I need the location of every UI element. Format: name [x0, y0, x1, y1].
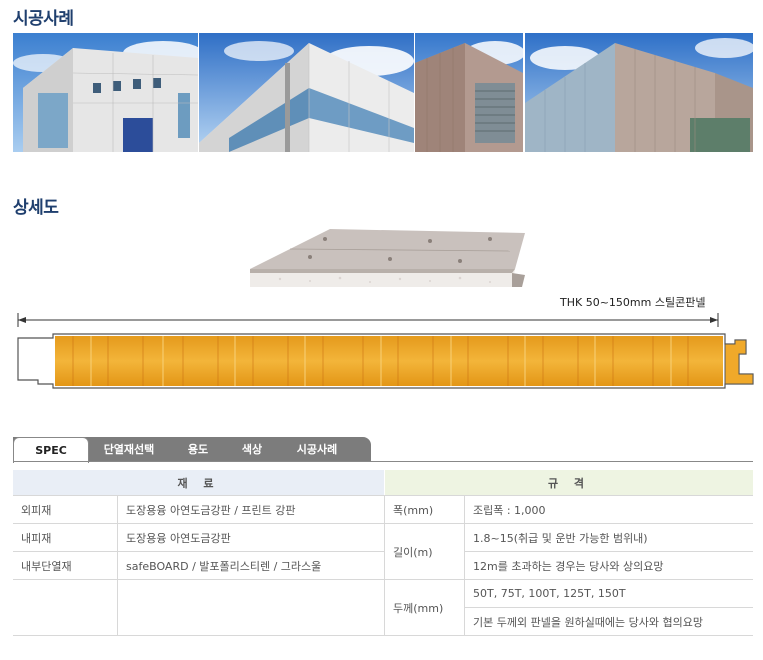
spec-value: 기본 두께외 판넬을 원하실때에는 당사와 협의요망: [464, 607, 753, 636]
section-title-cases: 시공사례: [13, 9, 74, 29]
spec-name: 폭(mm): [384, 495, 465, 524]
header-material: 재 료: [13, 470, 385, 496]
tab-color[interactable]: 색상: [241, 443, 263, 456]
tab-spec[interactable]: SPEC: [13, 437, 89, 463]
table-row: 내피재 도장용융 아연도금강판 길이(m) 1.8~15(취급 및 운반 가능한…: [13, 523, 753, 580]
thickness-label: THK 50~150mm 스틸콘판넬: [560, 296, 706, 309]
spec-tabs: SPEC 단열재선택 용도 색상 시공사례: [13, 437, 753, 463]
case-photo-2: [199, 33, 414, 152]
panel-cross-section: [13, 330, 758, 392]
spec-name: 길이(m): [384, 523, 465, 580]
spec-header-row: 재 료 규 격: [13, 470, 753, 496]
table-row: 기본 두께외 판넬을 원하실때에는 당사와 협의요망: [13, 607, 753, 636]
spec-value: 1.8~15(취급 및 운반 가능한 범위내): [464, 523, 753, 552]
material-value: 도장용융 아연도금강판 / 프린트 강판: [117, 495, 385, 524]
case-photo-1: [13, 33, 198, 152]
material-value: safeBOARD / 발포폴리스티렌 / 그라스울: [117, 551, 385, 580]
tab-insulation[interactable]: 단열재선택: [103, 443, 155, 456]
table-row: 두께(mm) 50T, 75T, 100T, 125T, 150T: [13, 579, 753, 636]
case-photo-strip: [13, 33, 753, 152]
spec-value: 조립폭 : 1,000: [464, 495, 753, 524]
material-name: 내피재: [13, 523, 118, 552]
table-row: 내부단열재 safeBOARD / 발포폴리스티렌 / 그라스울 12m를 초과…: [13, 551, 753, 580]
header-spec: 규 격: [384, 470, 753, 496]
material-value: [117, 579, 385, 636]
tab-cases[interactable]: 시공사례: [296, 443, 338, 456]
spec-value: 50T, 75T, 100T, 125T, 150T: [464, 579, 753, 608]
spec-value: 12m를 초과하는 경우는 당사와 상의요망: [464, 551, 753, 580]
dimension-line: [13, 312, 723, 327]
material-name: [13, 579, 118, 636]
spec-table: 재 료 규 격 외피재 도장용융 아연도금강판 / 프린트 강판 폭(mm) 조…: [13, 470, 753, 636]
material-value: 도장용융 아연도금강판: [117, 523, 385, 552]
table-row: 외피재 도장용융 아연도금강판 / 프린트 강판 폭(mm) 조립폭 : 1,0…: [13, 495, 753, 524]
spec-name: 두께(mm): [384, 579, 465, 636]
material-name: 내부단열재: [13, 551, 118, 580]
panel-3d-illustration: [250, 229, 525, 295]
case-photo-3: [415, 33, 523, 152]
tab-underline: [13, 461, 753, 462]
tab-usage[interactable]: 용도: [187, 443, 209, 456]
material-name: 외피재: [13, 495, 118, 524]
section-title-detail: 상세도: [13, 198, 59, 218]
case-photo-4: [525, 33, 753, 152]
